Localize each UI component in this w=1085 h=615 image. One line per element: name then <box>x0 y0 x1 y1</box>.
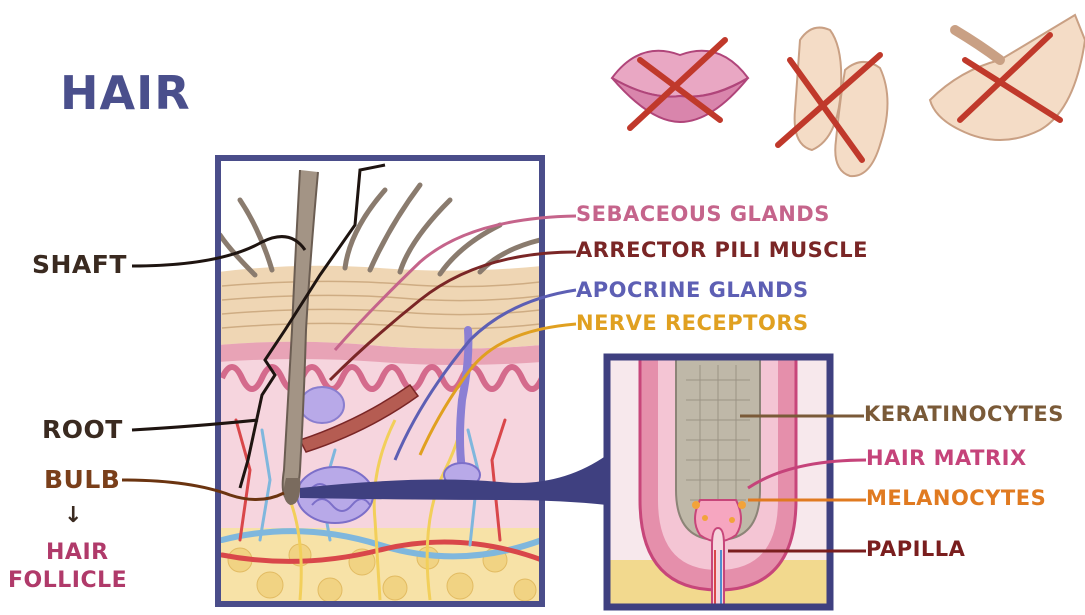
papilla-label: PAPILLA <box>866 539 965 560</box>
down-arrow-icon: ↓ <box>64 505 83 527</box>
nerve-receptors-label: NERVE RECEPTORS <box>576 313 809 334</box>
shaft-label: SHAFT <box>32 252 127 277</box>
lips-icon <box>612 40 748 128</box>
page-title: HAIR <box>60 70 191 116</box>
hair-bulb-inset <box>607 357 830 610</box>
root-label: ROOT <box>42 417 123 442</box>
apocrine-glands-label: APOCRINE GLANDS <box>576 280 809 301</box>
sebaceous-glands-label: SEBACEOUS GLANDS <box>576 204 830 225</box>
hair-matrix-label: HAIR MATRIX <box>866 448 1027 469</box>
melanocytes-label: MELANOCYTES <box>866 488 1046 509</box>
bulb-label: BULB <box>44 467 120 492</box>
feet-icon <box>778 28 888 177</box>
arrector-pili-label: ARRECTOR PILI MUSCLE <box>576 240 868 261</box>
hair-label: HAIR <box>46 542 109 564</box>
keratinocytes-label: KERATINOCYTES <box>864 404 1064 425</box>
palm-icon <box>930 15 1085 140</box>
follicle-label: FOLLICLE <box>8 570 127 592</box>
